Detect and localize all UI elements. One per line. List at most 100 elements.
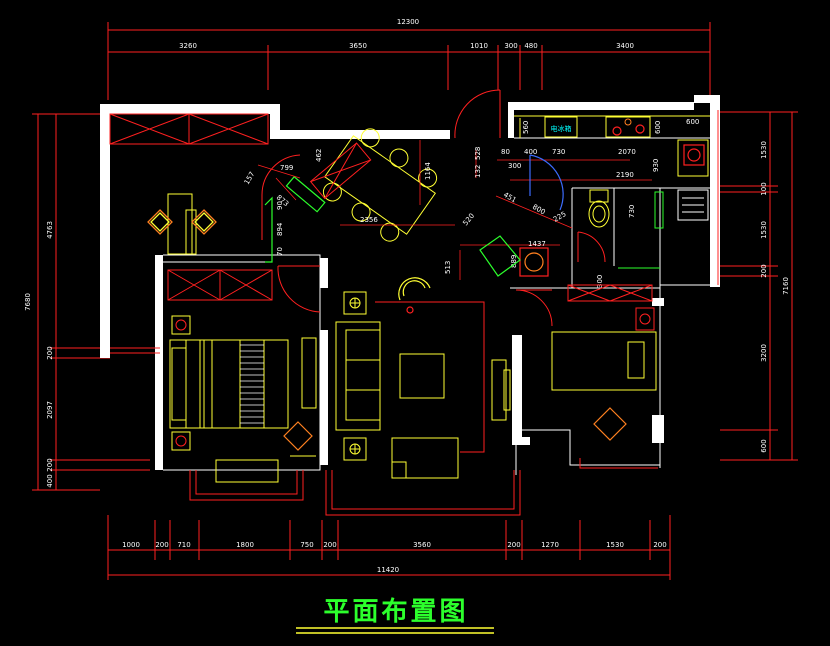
interior-dim: 600 xyxy=(686,118,699,126)
toilet-icon xyxy=(588,189,610,228)
interior-dim: 730 xyxy=(628,205,636,218)
balcony-chairs xyxy=(147,209,217,235)
dim-bottom-seg: 3560 xyxy=(413,541,431,549)
dim-top-seg: 3260 xyxy=(179,42,197,50)
dim-bottom-seg: 1000 xyxy=(122,541,140,549)
interior-lines xyxy=(163,137,713,475)
dim-right-seg: 1530 xyxy=(760,141,768,159)
bedroom-wardrobe xyxy=(167,269,273,301)
dining-table xyxy=(322,128,438,242)
interior-dim: 70 xyxy=(276,247,284,256)
dim-bottom-seg: 200 xyxy=(323,541,336,549)
interior-dim: 930 xyxy=(652,159,660,172)
dim-bottom-seg: 710 xyxy=(177,541,190,549)
dims-top xyxy=(107,22,711,100)
dim-left-seg: 400 xyxy=(46,474,54,487)
interior-dim: 528 xyxy=(474,147,482,160)
interior-dim: 560 xyxy=(522,121,530,134)
interior-dim: 2356 xyxy=(360,216,378,224)
dim-top-seg: 1010 xyxy=(470,42,488,50)
dims-left xyxy=(32,113,150,491)
bedroom2-bed xyxy=(551,331,657,391)
interior-dim: 80 xyxy=(501,148,510,156)
bedroom2-wardrobe xyxy=(567,284,653,302)
bedroom-door xyxy=(277,265,321,313)
interior-dim: 600 xyxy=(654,121,662,134)
lounge-chair xyxy=(391,437,459,479)
side-table-lamp-icon xyxy=(343,291,367,461)
heater-icon xyxy=(677,189,709,221)
interior-dim: 2070 xyxy=(618,148,636,156)
dim-top-seg: 480 xyxy=(524,42,537,50)
interior-dim: 90 xyxy=(276,201,284,210)
dim-top-overall: 12300 xyxy=(397,18,419,26)
entry-column xyxy=(264,196,273,263)
dim-bottom-seg: 200 xyxy=(653,541,666,549)
interior-dim: 513 xyxy=(444,261,452,274)
dim-bottom-seg: 1530 xyxy=(606,541,624,549)
dims-right xyxy=(720,111,798,461)
dim-bottom-seg: 750 xyxy=(300,541,313,549)
interior-dim: 1164 xyxy=(424,162,432,180)
washer-icon xyxy=(683,144,705,166)
interior-dim: 2190 xyxy=(616,171,634,179)
fridge-label: 电冰箱 xyxy=(551,124,572,133)
armchair-icon xyxy=(398,277,431,314)
dim-right-seg: 100 xyxy=(760,182,768,195)
bedroom2-nightstand-icon xyxy=(635,307,655,331)
bathroom-door xyxy=(577,231,606,263)
dim-left-seg: 2097 xyxy=(46,401,54,419)
dim-top-seg: 3650 xyxy=(349,42,367,50)
dim-bottom-overall: 11420 xyxy=(377,566,399,574)
interior-dim: 1437 xyxy=(528,240,546,248)
interior-dim: 894 xyxy=(276,222,284,236)
sofa-3-seat xyxy=(335,321,381,431)
dim-right-seg: 200 xyxy=(760,264,768,277)
corridor-cabinet xyxy=(479,235,521,277)
dining-cabinet xyxy=(309,142,372,200)
dim-left-overall: 7680 xyxy=(24,293,32,311)
dim-right-overall: 7160 xyxy=(782,277,790,295)
door-dining xyxy=(261,89,501,240)
walls xyxy=(100,95,720,470)
dim-left-seg: 200 xyxy=(46,458,54,471)
interior-dim: 730 xyxy=(552,148,565,156)
double-bed xyxy=(169,339,289,429)
bedroom2-chair-icon xyxy=(593,407,627,441)
coffee-table xyxy=(399,353,445,399)
interior-dim: 300 xyxy=(508,162,521,170)
dim-left-seg: 4763 xyxy=(46,221,54,239)
sideboard xyxy=(285,175,326,213)
interior-dim: 462 xyxy=(315,149,323,162)
dim-right-seg: 3200 xyxy=(760,344,768,362)
bed-blanket-stripes xyxy=(240,344,264,424)
dim-right-seg: 1530 xyxy=(760,221,768,239)
dim-bottom-seg: 1800 xyxy=(236,541,254,549)
balcony-table xyxy=(167,193,197,255)
stove-icon xyxy=(612,118,645,136)
nightstand-lamp-icon xyxy=(171,315,191,451)
bedroom-tv-cabinet xyxy=(215,337,317,483)
bedroom-chair-icon xyxy=(283,421,313,451)
shower-area xyxy=(618,191,664,269)
tv-cabinet xyxy=(491,359,511,421)
interior-dim-lines xyxy=(257,140,652,280)
kitchen-door xyxy=(529,154,564,211)
interior-dim: 132 xyxy=(474,165,482,178)
dim-bottom-seg: 200 xyxy=(155,541,168,549)
drawing-title: 平面布置图 xyxy=(323,597,468,627)
kitchen-counter xyxy=(514,115,710,177)
dim-right-seg: 600 xyxy=(760,439,768,452)
living-room-rug xyxy=(375,301,485,453)
interior-dim: 300 xyxy=(596,275,604,288)
bedroom2-door xyxy=(515,289,553,327)
interior-dim: 400 xyxy=(524,148,537,156)
dim-left-seg: 200 xyxy=(46,346,54,359)
basin-icon xyxy=(519,247,549,277)
interior-dim: 799 xyxy=(280,164,293,172)
dim-bottom-seg: 200 xyxy=(507,541,520,549)
balcony-cabinets xyxy=(109,113,269,145)
interior-dim: 889 xyxy=(510,255,518,268)
dim-top-seg: 300 xyxy=(504,42,517,50)
